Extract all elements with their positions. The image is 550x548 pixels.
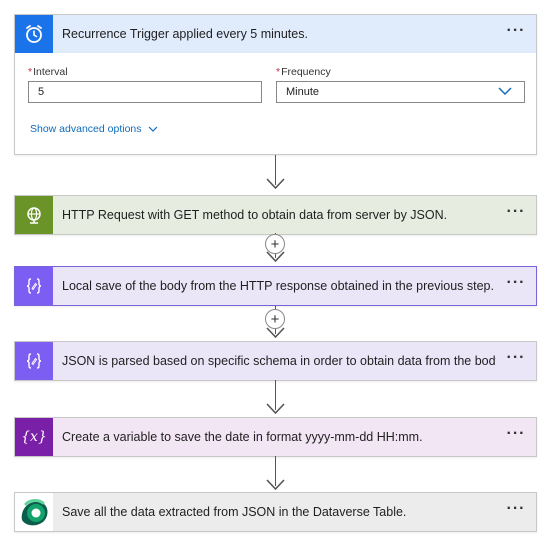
connector-line [275,380,276,410]
recurrence-trigger-card[interactable]: Recurrence Trigger applied every 5 minut… [14,14,537,155]
more-options-button[interactable]: ··· [506,22,526,39]
advanced-options-text: Show advanced options [30,123,142,135]
interval-label-text: Interval [33,66,68,78]
frequency-select[interactable]: Minute [276,81,525,103]
dataverse-add-row-card[interactable]: Save all the data extracted from JSON in… [14,492,537,532]
alarm-clock-icon [15,15,53,53]
globe-icon [15,196,53,234]
card-header[interactable]: {x} Create a variable to save the date i… [15,418,536,456]
variable-icon-text: {x} [21,429,47,445]
frequency-label-text: Frequency [281,66,331,78]
braces-icon [15,342,53,380]
step-title: Save all the data extracted from JSON in… [62,505,407,519]
parse-json-card[interactable]: JSON is parsed based on specific schema … [14,341,537,381]
arrow-down-icon [266,403,285,415]
arrow-down-icon [266,327,285,339]
arrow-down-icon [266,178,285,190]
card-header[interactable]: HTTP Request with GET method to obtain d… [15,196,536,234]
more-options-button[interactable]: ··· [506,425,526,442]
step-title: JSON is parsed based on specific schema … [62,354,496,368]
chevron-down-icon [498,86,512,99]
variable-x-icon: {x} [15,418,53,456]
braces-icon [15,267,53,305]
card-header[interactable]: Local save of the body from the HTTP res… [15,267,536,305]
required-marker: * [276,66,281,78]
card-header[interactable]: Recurrence Trigger applied every 5 minut… [15,15,536,53]
compose-save-body-card[interactable]: Local save of the body from the HTTP res… [14,266,537,306]
arrow-down-icon [266,479,285,491]
more-options-button[interactable]: ··· [506,274,526,291]
frequency-value: Minute [286,86,320,98]
more-options-button[interactable]: ··· [506,349,526,366]
arrow-down-icon [266,251,285,263]
required-marker: * [28,66,33,78]
card-header[interactable]: JSON is parsed based on specific schema … [15,342,536,380]
http-request-card[interactable]: HTTP Request with GET method to obtain d… [14,195,537,235]
card-header[interactable]: Save all the data extracted from JSON in… [15,493,536,531]
interval-label: *Interval [28,66,68,78]
frequency-label: *Frequency [276,66,331,78]
step-title: Recurrence Trigger applied every 5 minut… [62,27,308,41]
show-advanced-options-link[interactable]: Show advanced options [30,123,158,135]
connector-line [275,456,276,486]
add-step-button[interactable]: + [265,309,285,329]
initialize-variable-card[interactable]: {x} Create a variable to save the date i… [14,417,537,457]
more-options-button[interactable]: ··· [506,500,526,517]
interval-input[interactable]: 5 [28,81,262,103]
add-step-button[interactable]: + [265,234,285,254]
step-title: Local save of the body from the HTTP res… [62,279,494,293]
step-title: Create a variable to save the date in fo… [62,430,423,444]
dataverse-icon [15,493,53,531]
connector-line [275,155,276,185]
chevron-down-icon [148,126,157,132]
more-options-button[interactable]: ··· [506,203,526,220]
step-title: HTTP Request with GET method to obtain d… [62,208,448,222]
